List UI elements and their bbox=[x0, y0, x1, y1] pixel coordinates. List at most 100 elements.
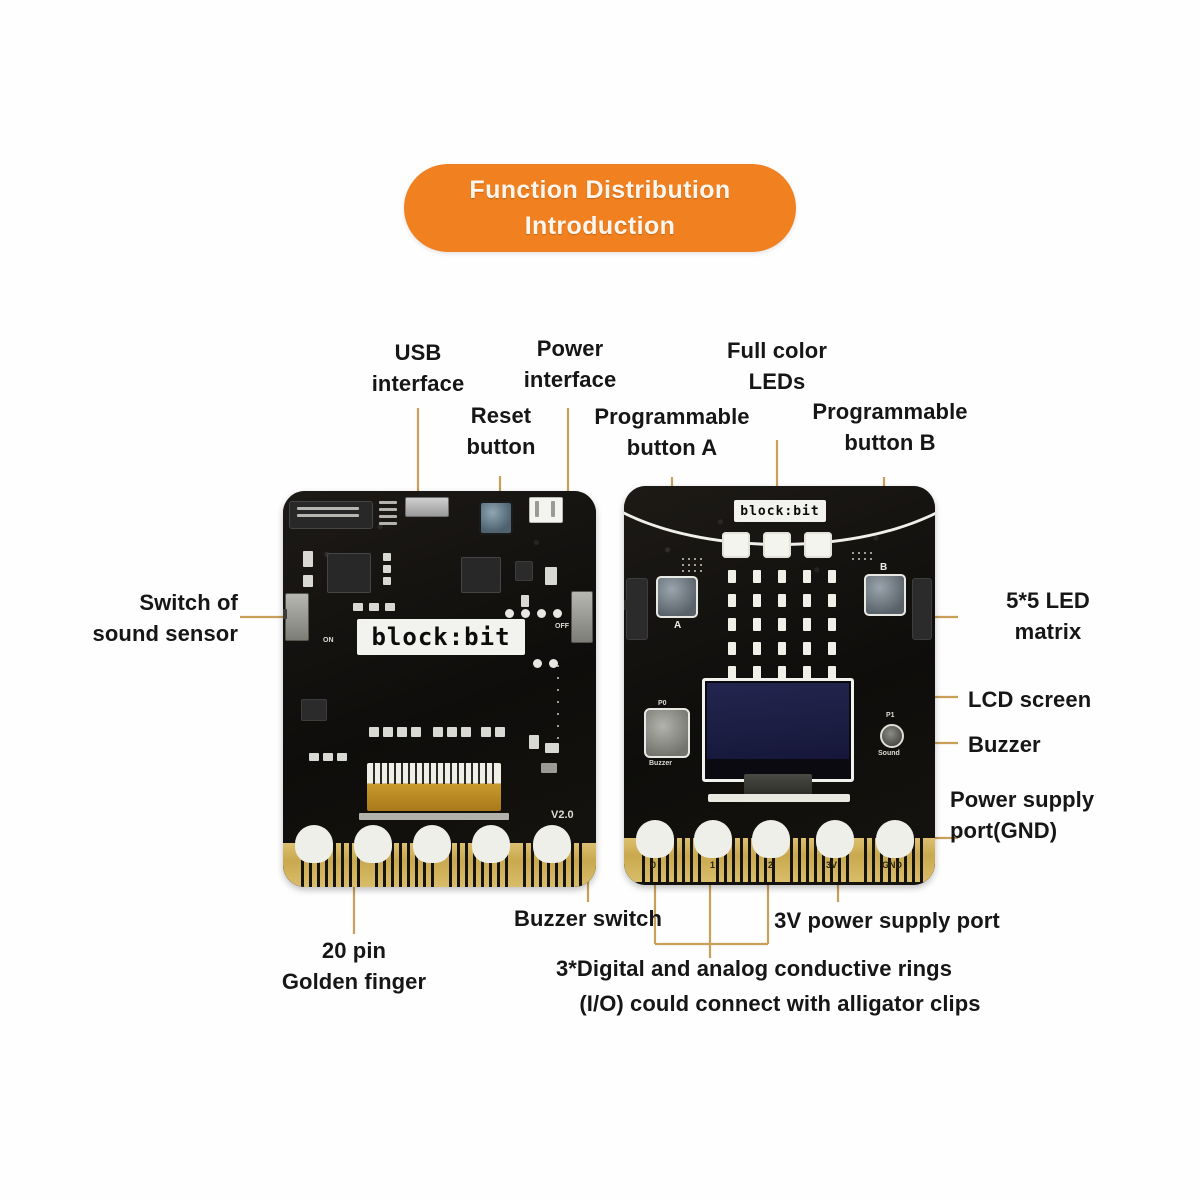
test-pad-1 bbox=[505, 609, 514, 618]
callout-full-color-leds: Full color LEDs bbox=[727, 338, 827, 395]
callout-golden-finger: 20 pin Golden finger bbox=[281, 938, 427, 995]
smd-part bbox=[385, 603, 395, 611]
buzzer-switch-hw[interactable] bbox=[571, 591, 593, 643]
sound-sensor-switch-hw[interactable] bbox=[285, 593, 309, 641]
silkscreen-logo-left-text: block:bit bbox=[371, 623, 511, 651]
io-ring-0[interactable] bbox=[636, 820, 674, 858]
edge-ring-pad[interactable] bbox=[472, 825, 510, 863]
programmable-button-a-hw[interactable] bbox=[656, 576, 698, 618]
io-ring-1[interactable] bbox=[694, 820, 732, 858]
smd-part bbox=[303, 575, 313, 587]
edge-ring-pad[interactable] bbox=[354, 825, 392, 863]
off-silk-right: OFF bbox=[555, 623, 569, 630]
pin-label-gnd: GND bbox=[882, 860, 902, 870]
lcd-screen-hw bbox=[702, 678, 854, 782]
callout-reset-button: Reset button bbox=[466, 403, 536, 460]
edge-ring-pad[interactable] bbox=[413, 825, 451, 863]
buzzer-hw bbox=[644, 708, 690, 758]
fpc-ribbon-socket bbox=[367, 763, 501, 811]
power-jst-connector[interactable] bbox=[529, 497, 563, 523]
silk-bar-1 bbox=[297, 507, 359, 510]
callout-buzzer-switch: Buzzer switch bbox=[514, 906, 662, 931]
smd-part bbox=[461, 727, 471, 737]
jst-pin-2 bbox=[551, 501, 555, 517]
smd-part bbox=[545, 567, 557, 585]
jst-pin-1 bbox=[535, 501, 539, 517]
bottom-connector-block bbox=[744, 774, 812, 796]
smd-part bbox=[353, 603, 363, 611]
smd-part bbox=[521, 595, 529, 607]
left-edge-header bbox=[626, 578, 648, 640]
callout-io-rings-line-2: (I/O) could connect with alligator clips bbox=[579, 991, 981, 1016]
lcd-glass bbox=[707, 683, 849, 759]
golden-finger-teeth bbox=[283, 843, 596, 887]
mcu-chip bbox=[327, 553, 371, 593]
callout-led-matrix: 5*5 LED matrix bbox=[1006, 588, 1090, 645]
test-pad-2 bbox=[521, 609, 530, 618]
buzzer-silk: Buzzer bbox=[649, 760, 672, 767]
edge-ring-pad[interactable] bbox=[533, 825, 571, 863]
smd-part bbox=[383, 565, 391, 573]
sound-silk-bottom: Sound bbox=[878, 750, 900, 757]
test-pad-5 bbox=[533, 659, 542, 668]
right-edge-header bbox=[912, 578, 932, 640]
power-ring-gnd[interactable] bbox=[876, 820, 914, 858]
fpc-teeth bbox=[367, 763, 501, 785]
edge-ring-pad[interactable] bbox=[295, 825, 333, 863]
regulator-chip bbox=[515, 561, 533, 581]
sound-silk-top: P1 bbox=[886, 712, 895, 719]
silkscreen-logo-right-text: block:bit bbox=[740, 503, 820, 519]
smd-part bbox=[481, 727, 491, 737]
pin-label-1: 1 bbox=[710, 860, 716, 870]
test-pad-6 bbox=[549, 659, 558, 668]
silkscreen-logo-right: block:bit bbox=[734, 500, 826, 522]
page-title-banner: Function Distribution Introduction bbox=[404, 164, 796, 252]
full-color-led-1 bbox=[722, 532, 750, 558]
callout-io-rings-line-1: 3*Digital and analog conductive rings bbox=[555, 956, 953, 981]
smd-part bbox=[433, 727, 443, 737]
callout-programmable-button-b: Programmable button B bbox=[812, 399, 968, 456]
silkscreen-logo-left: block:bit bbox=[357, 619, 525, 655]
smd-part bbox=[447, 727, 457, 737]
full-color-led-2 bbox=[763, 532, 791, 558]
callout-usb-interface: USB interface bbox=[371, 340, 465, 397]
button-a-silk: A bbox=[674, 620, 682, 631]
sound-sensor-pad-hw[interactable] bbox=[880, 724, 904, 748]
callout-3v-power-supply-port: 3V power supply port bbox=[774, 908, 1000, 933]
usb-connector[interactable] bbox=[405, 497, 449, 517]
silk-pin-row-left-2 bbox=[379, 508, 397, 511]
power-ring-3v[interactable] bbox=[816, 820, 854, 858]
smd-part bbox=[337, 753, 347, 761]
smd-part bbox=[383, 727, 393, 737]
page-title-line-1: Function Distribution bbox=[469, 175, 731, 204]
version-silkscreen: V2.0 bbox=[551, 809, 574, 821]
smd-part bbox=[323, 753, 333, 761]
reset-button-hw[interactable] bbox=[479, 501, 513, 535]
secondary-ic bbox=[461, 557, 501, 593]
led-matrix-5x5 bbox=[728, 570, 838, 680]
board-front-side: block:bit A B bbox=[624, 486, 935, 885]
silk-bar-2 bbox=[297, 514, 359, 517]
callout-lcd-screen: LCD screen bbox=[968, 687, 1092, 712]
off-silk-left: ON bbox=[323, 637, 334, 644]
pin-label-3v: 3V bbox=[826, 860, 838, 870]
pin-label-2: 2 bbox=[768, 860, 774, 870]
bottom-white-strip bbox=[708, 794, 850, 802]
silk-pin-row-left bbox=[379, 501, 397, 504]
io-ring-2[interactable] bbox=[752, 820, 790, 858]
smd-part bbox=[397, 727, 407, 737]
sound-switch-nub bbox=[283, 609, 287, 619]
button-b-silk: B bbox=[880, 562, 888, 573]
smd-part bbox=[545, 743, 559, 753]
smd-part bbox=[309, 753, 319, 761]
smd-part bbox=[369, 603, 379, 611]
programmable-button-b-hw[interactable] bbox=[864, 574, 906, 616]
silk-dot-grid-right bbox=[852, 552, 876, 570]
page-title-line-2: Introduction bbox=[524, 212, 676, 240]
smd-part bbox=[495, 727, 505, 737]
smd-part bbox=[541, 763, 557, 773]
callout-power-interface: Power interface bbox=[523, 336, 617, 393]
silk-pin-row-left-4 bbox=[379, 522, 397, 525]
callout-switch-of-sound-sensor: Switch of sound sensor bbox=[92, 590, 238, 647]
